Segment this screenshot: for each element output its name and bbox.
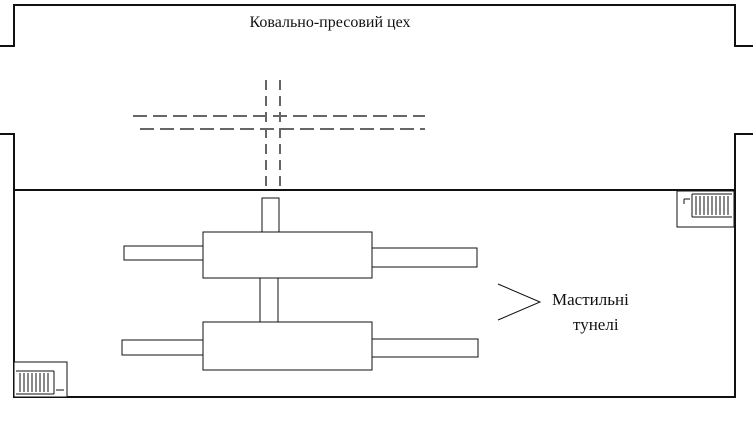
press-connector [259, 277, 279, 323]
basement-outline [13, 189, 736, 398]
press-unit-upper [123, 197, 478, 279]
shop-title: Ковально-пресовий цех [250, 14, 411, 31]
press-unit-lower [121, 321, 479, 371]
forge-shop-outline [0, 4, 753, 190]
dashed-axis-lines [133, 80, 425, 190]
pointer-arrow [497, 283, 542, 321]
staircase-upper-right [676, 190, 735, 228]
tunnel-label-line2: тунелі [573, 315, 619, 334]
tunnel-label-line1: Мастильні [552, 290, 629, 309]
staircase-lower-left [13, 361, 68, 398]
